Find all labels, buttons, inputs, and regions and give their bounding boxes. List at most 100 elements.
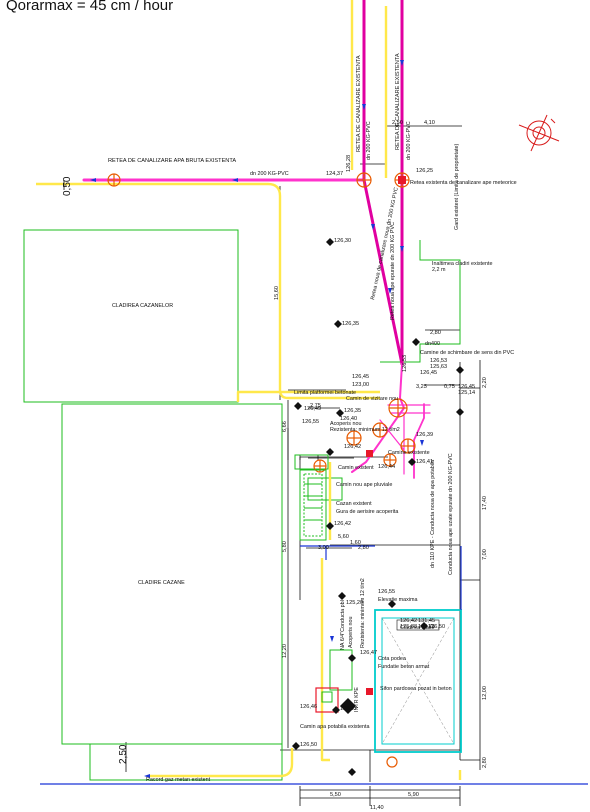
elev-7: 123,00 (352, 382, 369, 388)
elev-24: 125,88 (400, 624, 417, 630)
building-outlines (23, 229, 461, 781)
elev-11: 126,45 (458, 384, 475, 390)
label-resistance-2: Rezistenta: minimum 12 t/m2 (360, 578, 366, 648)
site-boundary-yellow (36, 0, 462, 780)
potable-pipe (413, 403, 425, 479)
dim-280b: 2,80 (482, 757, 488, 768)
label-new-rain-chamber: Camin nou ape pluviale (336, 482, 392, 488)
elev-10: 125,63 (430, 364, 447, 370)
dim-280c: 2,80 (358, 545, 369, 551)
elev-15: 126,49 (304, 406, 321, 412)
manholes (107, 172, 416, 768)
label-covered-elements: Gura de aerisire acoperita (336, 509, 398, 515)
label-dn110-pipe: dn 110 KPE - Conducta noua de apa potabi… (430, 460, 436, 568)
elev-19: 126,41 (416, 459, 433, 465)
dim-1140: 11,40 (370, 805, 384, 811)
dim-410: 4,10 (424, 120, 435, 126)
dim-1560: 15,60 (274, 286, 280, 300)
dim-580: 5,80 (282, 541, 288, 552)
label-direction-change-chamber: Camine de schimbare de sens din PVC (420, 350, 514, 356)
rain-chamber-outline (299, 469, 327, 541)
elev-1: 124,37 (326, 171, 343, 177)
label-new-sewer-2: Retea noua ape epurate dn 200 KG PVC (390, 222, 396, 320)
elev-21: 126,42 (334, 521, 351, 527)
elev-17: 126,42 (344, 444, 361, 450)
dim-590: 5,90 (408, 792, 419, 798)
label-dn400: dn400 (425, 341, 440, 347)
manhole-new (388, 398, 408, 418)
elev-29: 126,47 (360, 650, 377, 656)
elev-20: 126,44 (378, 464, 395, 470)
dim-280: 2,80 (430, 330, 441, 336)
manhole-existing-3 (400, 438, 416, 454)
blue-lines (40, 545, 588, 785)
dim-700: 7,00 (482, 549, 488, 560)
label-treated-water-pipe: Conducta noua ape uzate epurate dn 200 K… (448, 453, 454, 575)
dim-1740: 17,40 (482, 496, 488, 510)
elev-31: 126,97 (340, 706, 357, 712)
elev-3: 126,30 (334, 238, 351, 244)
label-raw-water-network: RETEA DE CANALIZARE APA BRUTA EXISTENTA (108, 158, 236, 164)
label-existing-boiler: Cazan existent (336, 501, 372, 507)
label-fence-line: Gard existent (Limita de proprietate) (454, 144, 460, 230)
label-na-pipe: NA 6/4"Conducta pbl (340, 600, 346, 650)
label-new-access-chamber: Camin de vizitare nou (346, 396, 398, 402)
label-existing-rain-network: Retea existenta de canalizare ape meteor… (410, 180, 517, 186)
manhole-raw-water (107, 173, 121, 187)
flow-arrows (90, 60, 424, 778)
dim-666: 6,66 (282, 421, 288, 432)
label-pipe-dn200: dn 200 KG-PVC (250, 171, 289, 177)
dim-275: 2,75 (310, 403, 321, 409)
elev-32: 126,50 (300, 742, 317, 748)
elev-5: 126,53 (402, 355, 408, 372)
label-concrete-platform-limit: Limita platformei betonate (294, 390, 356, 396)
label-station-building: Cladirea statie (400, 625, 434, 631)
elev-8: 126,45 (420, 370, 437, 376)
elev-18: 126,39 (416, 432, 433, 438)
label-existing-building-height-value: 2,2 m (432, 267, 446, 273)
manhole-station (386, 756, 398, 768)
label-new-cover: Acoperis nou (330, 421, 361, 427)
elev-25: 131,45 (418, 618, 435, 624)
dim-050: 0,50 (62, 176, 73, 196)
station-slab (374, 609, 462, 753)
header-fragment: Qorarmax = 45 cm / hour (6, 0, 173, 14)
elev-22: 125,20 (346, 600, 363, 606)
manhole-existing-4 (383, 453, 397, 467)
dim-160: 1,60 (350, 540, 361, 546)
dim-550: 5,50 (330, 792, 341, 798)
elevation-markers (292, 238, 464, 776)
dim-250: 2,50 (118, 744, 129, 764)
label-gas-connection: Racord gaz metan existent (146, 777, 211, 783)
dim-1220: 12,20 (282, 644, 288, 658)
label-new-cover-2: Acoperis nou (348, 617, 354, 648)
label-max-elevation: Elevatie maxima (378, 597, 418, 603)
dim-075: 0,75 (444, 384, 455, 390)
north-arrow-icon (518, 114, 560, 152)
label-existing-chambers: Camine existente (388, 450, 430, 456)
dim-1200: 12,00 (482, 686, 488, 700)
label-floor-level: Cota podea (378, 656, 406, 662)
elev-14: 126,35 (344, 408, 361, 414)
elev-6: 126,45 (352, 374, 369, 380)
label-boiler-building: CLADIREA CAZANELOR (112, 303, 173, 309)
dim-300: 3,00 (318, 545, 329, 551)
manhole-sewer-left (356, 172, 372, 188)
elev-9: 126,53 (430, 358, 447, 364)
red-markers (315, 176, 406, 713)
label-boiler-building-2: CLADIRE CAZANE (138, 580, 185, 586)
manhole-existing-2 (372, 422, 388, 438)
pipes (82, 0, 431, 479)
dim-560: 5,60 (338, 534, 349, 540)
elev-2: 126,25 (416, 168, 433, 174)
dim-250-top: 2,50 (392, 120, 403, 126)
label-siphon: Sifon pardosea pozat in beton (380, 686, 452, 692)
elev-23: 126,42 (400, 618, 417, 624)
dim-325: 3,25 (416, 384, 427, 390)
elev-13: 126,55 (302, 419, 319, 425)
label-pipe-dn200-b: dn 200 KG-PVC (366, 121, 372, 160)
label-intr: INTR KPE (354, 687, 360, 712)
elev-26: 130,75 (418, 624, 435, 630)
label-concrete-foundation: Fundatie beton armat (378, 664, 430, 670)
label-existing-building-height: Inaltimea cladiri existente (432, 261, 493, 267)
